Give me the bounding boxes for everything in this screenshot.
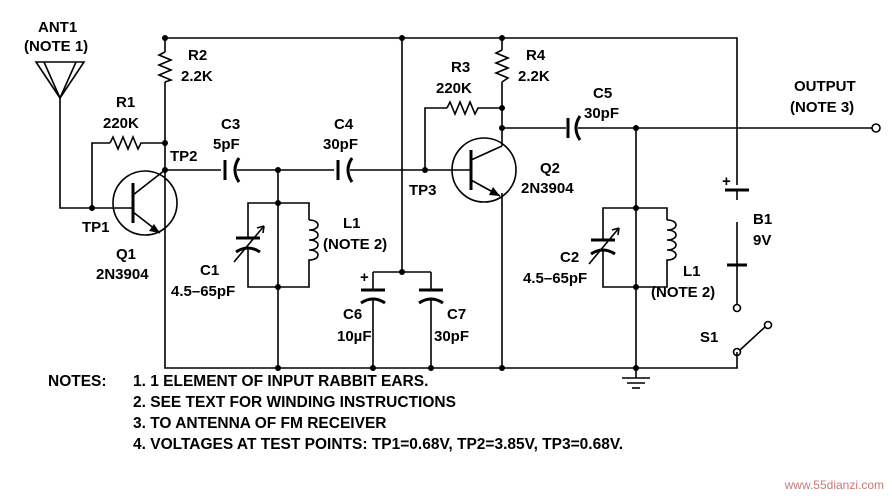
c5-capacitor-symbol [566,115,582,141]
ant1-label: ANT1 [38,19,77,36]
b1-battery-symbol [725,188,749,305]
junction-dots [89,35,639,371]
c3-capacitor-symbol [223,157,241,183]
note-item-3: 3. TO ANTENNA OF FM RECEIVER [133,415,387,432]
note-item-2: 2. SEE TEXT FOR WINDING INSTRUCTIONS [133,394,456,411]
note-item-1: 1. 1 ELEMENT OF INPUT RABBIT EARS. [133,373,429,390]
antenna-symbol [34,61,86,100]
c5-label: C5 [593,85,612,102]
c5-value: 30pF [584,105,619,122]
c3-value: 5pF [213,136,240,153]
c4-capacitor-symbol [336,157,354,183]
notes-row: 4. VOLTAGES AT TEST POINTS: TP1=0.68V, T… [48,434,623,455]
note-item-4: 4. VOLTAGES AT TEST POINTS: TP1=0.68V, T… [133,436,624,453]
c6-label: C6 [343,306,362,323]
output-label: OUTPUT [794,78,856,95]
s1-switch-symbol [732,303,773,357]
c7-value: 30pF [434,328,469,345]
r3-value: 220K [436,80,472,97]
notes-row: NOTES: 1. 1 ELEMENT OF INPUT RABBIT EARS… [48,371,623,392]
c6-value: 10µF [337,328,372,345]
tp2-label: TP2 [170,148,198,165]
notes-row: 2. SEE TEXT FOR WINDING INSTRUCTIONS [48,392,623,413]
r2-value: 2.2K [181,68,213,85]
output-terminal [871,123,881,133]
l1-right-note: (NOTE 2) [651,284,715,301]
l1-right-label: L1 [683,263,701,280]
c2-value: 4.5–65pF [523,270,587,287]
b1-plus-sign: + [722,173,731,190]
l1-right-inductor-symbol [666,219,677,266]
r3-label: R3 [451,59,470,76]
r1-resistor-symbol [109,134,144,152]
c4-label: C4 [334,116,354,133]
c6-plus-sign: + [360,269,369,286]
tp1-label: TP1 [82,219,110,236]
q1-label: Q1 [116,246,136,263]
notes-row: 3. TO ANTENNA OF FM RECEIVER [48,413,623,434]
r2-label: R2 [188,47,207,64]
q2-transistor-symbol [446,137,517,203]
r3-resistor-symbol [446,99,481,117]
c1-variable-capacitor-symbol [233,220,265,268]
r2-resistor-symbol [156,51,174,83]
c4-value: 30pF [323,136,358,153]
r4-resistor-symbol [493,49,511,83]
output-note: (NOTE 3) [790,99,854,116]
notes-heading: NOTES: [48,373,107,390]
l1-left-inductor-symbol [308,219,319,266]
l1-left-label: L1 [343,215,361,232]
q2-type: 2N3904 [521,180,574,197]
r1-value: 220K [103,115,139,132]
q1-transistor-symbol [112,169,178,236]
watermark: www.55dianzi.com [784,478,884,492]
q2-label: Q2 [540,160,560,177]
notes-block: NOTES: 1. 1 ELEMENT OF INPUT RABBIT EARS… [48,371,623,455]
c3-label: C3 [221,116,240,133]
c7-capacitor-symbol [418,288,444,305]
c1-value: 4.5–65pF [171,283,235,300]
s1-label: S1 [700,329,718,346]
c1-label: C1 [200,262,219,279]
ant1-note-label: (NOTE 1) [24,38,88,55]
c2-label: C2 [560,249,579,266]
b1-value: 9V [753,232,771,249]
c6-capacitor-symbol [360,288,386,305]
l1-left-note: (NOTE 2) [323,236,387,253]
ground-symbol [622,377,650,389]
r1-label: R1 [116,94,135,111]
tp3-label: TP3 [409,182,437,199]
q1-type: 2N3904 [96,266,149,283]
c2-variable-capacitor-symbol [588,225,620,270]
r4-value: 2.2K [518,68,550,85]
b1-label: B1 [753,211,772,228]
r4-label: R4 [526,47,546,64]
c7-label: C7 [447,306,466,323]
